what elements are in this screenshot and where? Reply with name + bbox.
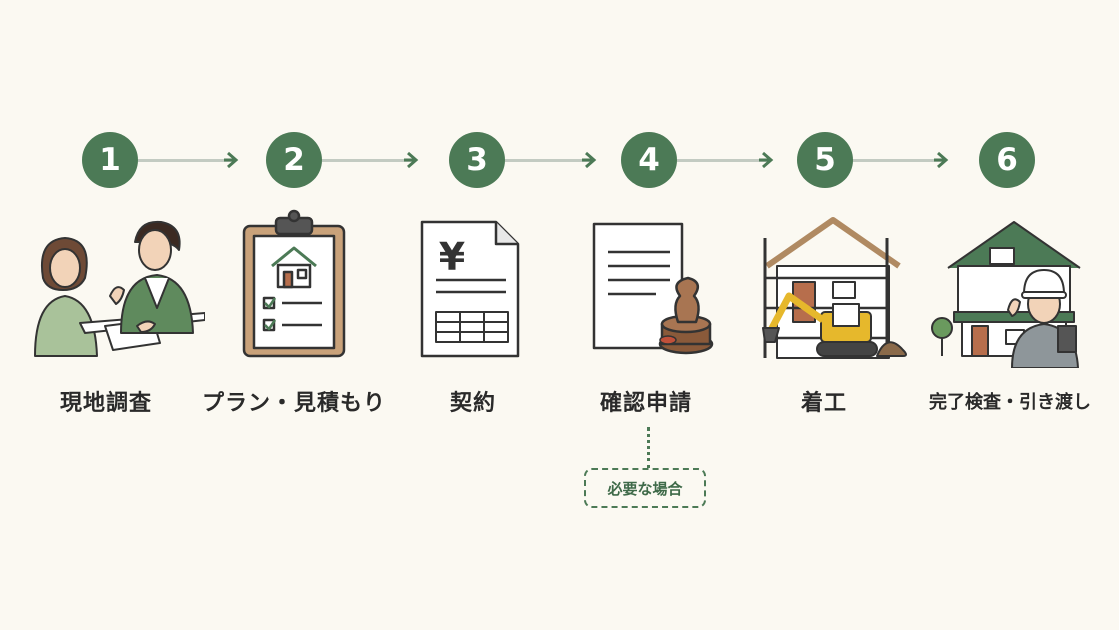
- clipboard-plan-icon: [204, 208, 384, 368]
- step-number-6: 6: [979, 132, 1035, 188]
- step-label-1: 現地調査: [59, 391, 152, 416]
- consultation-icon: [25, 208, 205, 368]
- arrow-right-icon: [759, 151, 774, 169]
- arrow-right-icon: [404, 151, 419, 169]
- construction-excavator-icon: [737, 208, 917, 368]
- step-label-3: 契約: [449, 391, 496, 416]
- step-number-4: 4: [621, 132, 677, 188]
- step-number-3: 3: [449, 132, 505, 188]
- step-number-1: 1: [82, 132, 138, 188]
- conditional-note-badge: 必要な場合: [584, 468, 706, 508]
- arrow-right-icon: [224, 151, 239, 169]
- step-label-4: 確認申請: [599, 391, 692, 416]
- step-number-5: 5: [797, 132, 853, 188]
- arrow-right-icon: [582, 151, 597, 169]
- handover-inspector-icon: [922, 208, 1102, 368]
- step-label-2: プラン・見積もり: [201, 391, 386, 416]
- yen-contract-icon: ¥: [378, 208, 558, 368]
- step-label-6: 完了検査・引き渡し: [929, 392, 1091, 413]
- connector-5-6: [852, 159, 946, 162]
- step-number-2: 2: [266, 132, 322, 188]
- connector-4-5: [677, 159, 769, 162]
- connector-3-4: [505, 159, 593, 162]
- document-stamp-icon: [558, 208, 738, 368]
- step-label-5: 着工: [800, 391, 847, 416]
- note-connector: [647, 427, 650, 469]
- yen-symbol: ¥: [439, 235, 465, 279]
- arrow-right-icon: [934, 151, 949, 169]
- connector-2-3: [322, 159, 416, 162]
- connector-1-2: [138, 159, 234, 162]
